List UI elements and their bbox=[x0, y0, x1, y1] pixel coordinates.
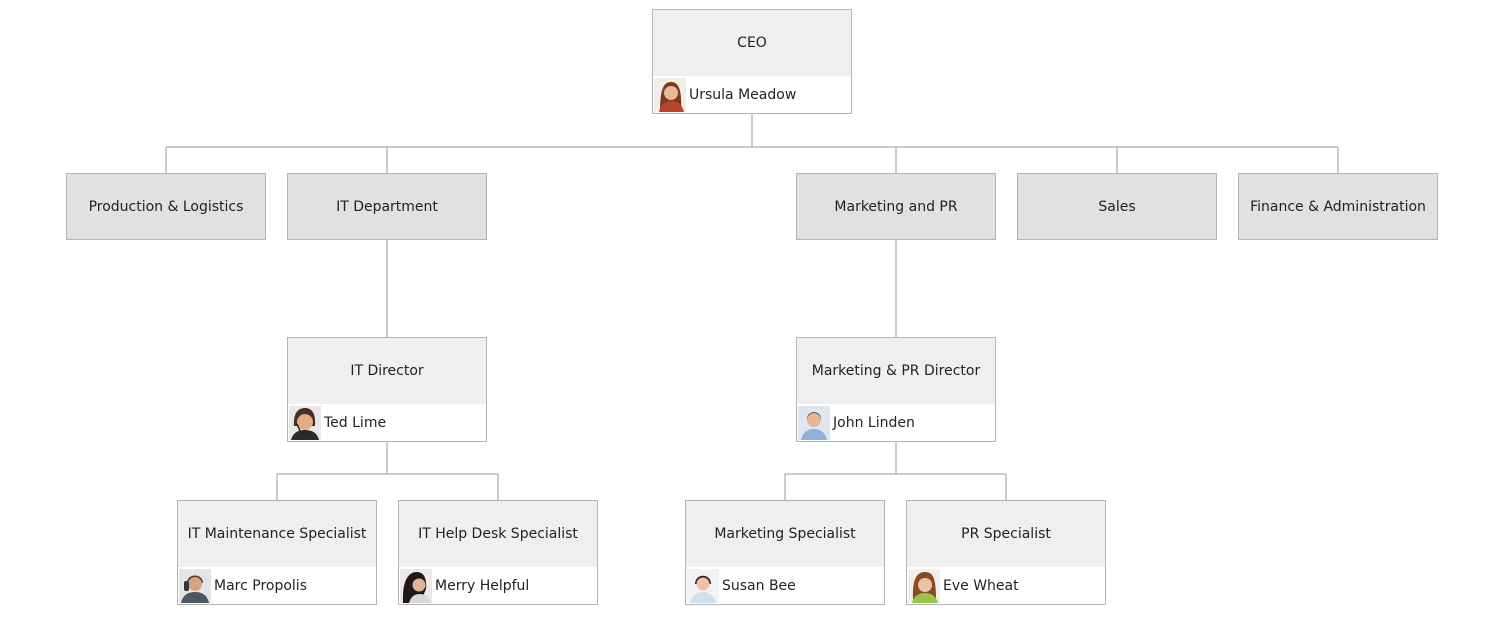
person-name: Ted Lime bbox=[324, 414, 387, 431]
person-name: Marc Propolis bbox=[214, 577, 307, 594]
node-title: Production & Logistics bbox=[67, 174, 265, 239]
node-dept-finance[interactable]: Finance & Administration bbox=[1238, 173, 1438, 240]
node-pr-specialist[interactable]: PR Specialist Eve Wheat bbox=[906, 500, 1106, 605]
node-title: IT Director bbox=[288, 338, 486, 405]
node-title: IT Help Desk Specialist bbox=[399, 501, 597, 568]
node-title: Marketing Specialist bbox=[686, 501, 884, 568]
node-title: Sales bbox=[1018, 174, 1216, 239]
male-avatar-icon bbox=[798, 405, 830, 440]
node-person: Ted Lime bbox=[288, 404, 486, 441]
male-headset-avatar-icon bbox=[289, 405, 321, 440]
node-title: Marketing & PR Director bbox=[797, 338, 995, 405]
person-name: Eve Wheat bbox=[943, 577, 1019, 594]
node-person: John Linden bbox=[797, 404, 995, 441]
node-title: IT Department bbox=[288, 174, 486, 239]
female-avatar-icon bbox=[687, 568, 719, 603]
node-dept-marketing[interactable]: Marketing and PR bbox=[796, 173, 996, 240]
node-it-maintenance[interactable]: IT Maintenance Specialist Marc Propolis bbox=[177, 500, 377, 605]
node-marketing-specialist[interactable]: Marketing Specialist Susan Bee bbox=[685, 500, 885, 605]
node-dept-sales[interactable]: Sales bbox=[1017, 173, 1217, 240]
node-title: CEO bbox=[653, 10, 851, 77]
node-person: Eve Wheat bbox=[907, 567, 1105, 604]
node-title: IT Maintenance Specialist bbox=[178, 501, 376, 568]
node-dept-it[interactable]: IT Department bbox=[287, 173, 487, 240]
node-ceo[interactable]: CEO Ursula Meadow bbox=[652, 9, 852, 114]
node-person: Marc Propolis bbox=[178, 567, 376, 604]
node-person: Susan Bee bbox=[686, 567, 884, 604]
node-title: PR Specialist bbox=[907, 501, 1105, 568]
person-name: Ursula Meadow bbox=[689, 86, 797, 103]
node-title: Marketing and PR bbox=[797, 174, 995, 239]
node-it-director[interactable]: IT Director Ted Lime bbox=[287, 337, 487, 442]
female-avatar-icon bbox=[654, 77, 686, 112]
node-person: Ursula Meadow bbox=[653, 76, 851, 113]
node-dept-production[interactable]: Production & Logistics bbox=[66, 173, 266, 240]
node-it-helpdesk[interactable]: IT Help Desk Specialist Merry Helpful bbox=[398, 500, 598, 605]
person-name: Merry Helpful bbox=[435, 577, 530, 594]
female-headset-avatar-icon bbox=[400, 568, 432, 603]
person-name: Susan Bee bbox=[722, 577, 796, 594]
node-person: Merry Helpful bbox=[399, 567, 597, 604]
female-avatar-icon bbox=[908, 568, 940, 603]
node-marketing-director[interactable]: Marketing & PR Director John Linden bbox=[796, 337, 996, 442]
male-phone-avatar-icon bbox=[179, 568, 211, 603]
person-name: John Linden bbox=[833, 414, 915, 431]
node-title: Finance & Administration bbox=[1239, 174, 1437, 239]
